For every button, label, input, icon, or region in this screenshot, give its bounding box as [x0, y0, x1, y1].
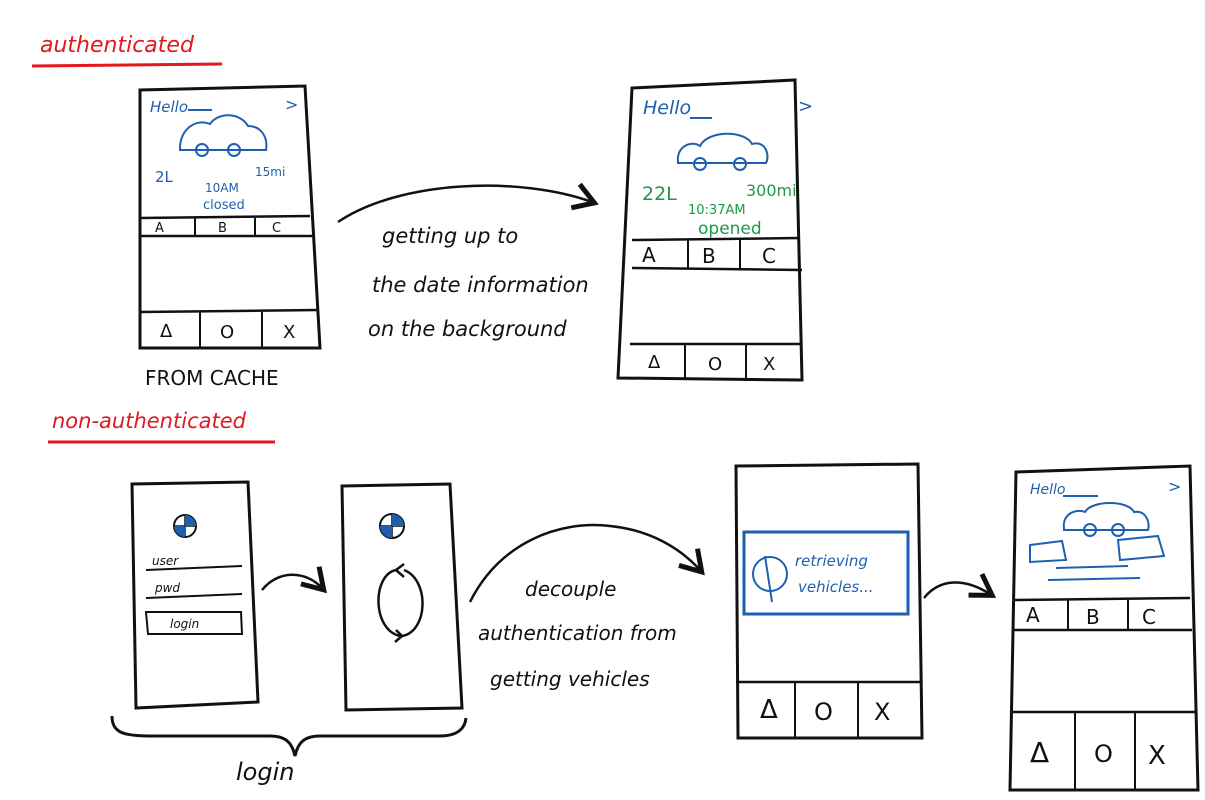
arrow-label-line3: on the background [368, 317, 567, 341]
nav-triangle-icon[interactable]: Δ [1030, 736, 1049, 769]
tab-c[interactable]: C [1142, 605, 1156, 629]
retrieving-message-line1: retrieving [795, 552, 868, 570]
nav-circle-icon[interactable]: O [814, 698, 833, 726]
username-field[interactable]: user [152, 554, 179, 568]
loading-spinner-icon [752, 555, 788, 603]
caption-login: login [236, 758, 294, 786]
svg-text:login[interactable]: login [170, 617, 199, 631]
login-button[interactable]: login [144, 611, 244, 635]
chevron-right-icon[interactable]: > [1168, 477, 1181, 496]
tab-b[interactable]: B [218, 221, 227, 236]
placeholder-value-right [1116, 534, 1166, 562]
tab-a[interactable]: A [1026, 603, 1040, 627]
nav-close-icon[interactable]: X [763, 354, 775, 375]
car-icon [1062, 502, 1150, 537]
loading-spinner-icon [377, 563, 424, 643]
fuel-level: 2L [155, 168, 174, 186]
phone-login: user pwd login [130, 480, 260, 710]
nav-triangle-icon[interactable]: Δ [760, 695, 778, 725]
nav-close-icon[interactable]: X [283, 322, 295, 343]
phone-updated: Hello > 22L 300mi 10:37AM opened A B C Δ… [616, 78, 813, 382]
section-label-authenticated: authenticated [40, 33, 195, 58]
fuel-level: 22L [642, 183, 677, 205]
caption-from-cache: FROM CACHE [145, 366, 279, 390]
phone-cached: Hello > 2L 15mi 10AM closed A B C Δ O X [138, 84, 322, 350]
password-field[interactable]: pwd [154, 581, 180, 595]
chevron-right-icon[interactable]: > [798, 96, 813, 117]
placeholder-text-lines [1047, 565, 1141, 581]
tab-a[interactable]: A [155, 221, 164, 236]
arrow-login-to-spinner [261, 566, 327, 594]
decouple-label-line1: decouple [525, 577, 616, 601]
tab-b[interactable]: B [1086, 605, 1100, 629]
tab-a[interactable]: A [642, 243, 656, 267]
phone-loaded: Hello > A B C Δ O X [1008, 464, 1200, 792]
nav-circle-icon[interactable]: O [220, 322, 234, 343]
arrow-label-line1: getting up to [382, 224, 518, 248]
chevron-right-icon[interactable]: > [285, 95, 298, 114]
car-icon [676, 132, 769, 171]
arrow-background-update [337, 182, 599, 224]
retrieving-dialog: retrieving vehicles... [742, 530, 910, 616]
nav-circle-icon[interactable]: O [1094, 740, 1113, 768]
arrow-label-line2: the date information [372, 273, 589, 297]
tab-b[interactable]: B [702, 244, 716, 268]
arrow-decouple [468, 523, 705, 603]
timestamp: 10AM [205, 181, 239, 195]
login-group-brace [110, 715, 468, 757]
retrieving-message-line2: vehicles... [798, 578, 874, 596]
nav-triangle-icon[interactable]: Δ [160, 321, 173, 342]
nav-triangle-icon[interactable]: Δ [648, 352, 661, 373]
tab-c[interactable]: C [762, 244, 776, 268]
hello-greeting: Hello [1030, 482, 1066, 498]
car-icon [179, 114, 268, 157]
door-status: closed [203, 198, 245, 213]
placeholder-value-left [1029, 539, 1068, 564]
decouple-label-line2: authentication from [478, 621, 677, 645]
tab-c[interactable]: C [272, 221, 281, 236]
timestamp: 10:37AM [688, 203, 746, 218]
range-value: 15mi [255, 165, 285, 179]
nav-close-icon[interactable]: X [874, 698, 890, 726]
section-label-non-authenticated: non-authenticated [52, 409, 247, 433]
range-value: 300mi [746, 181, 797, 200]
door-status: opened [698, 219, 762, 239]
phone-retrieving: retrieving vehicles... Δ O X [734, 462, 924, 740]
brand-logo [379, 513, 405, 539]
brand-logo [173, 514, 197, 538]
nav-circle-icon[interactable]: O [708, 354, 722, 375]
section-underline-authenticated [31, 62, 223, 68]
hello-greeting: Hello [150, 98, 188, 116]
hello-greeting: Hello [643, 97, 691, 119]
phone-spinner [340, 482, 464, 712]
decouple-label-line3: getting vehicles [490, 667, 650, 691]
nav-close-icon[interactable]: X [1148, 741, 1166, 771]
arrow-retrieving-to-loaded [923, 572, 997, 599]
